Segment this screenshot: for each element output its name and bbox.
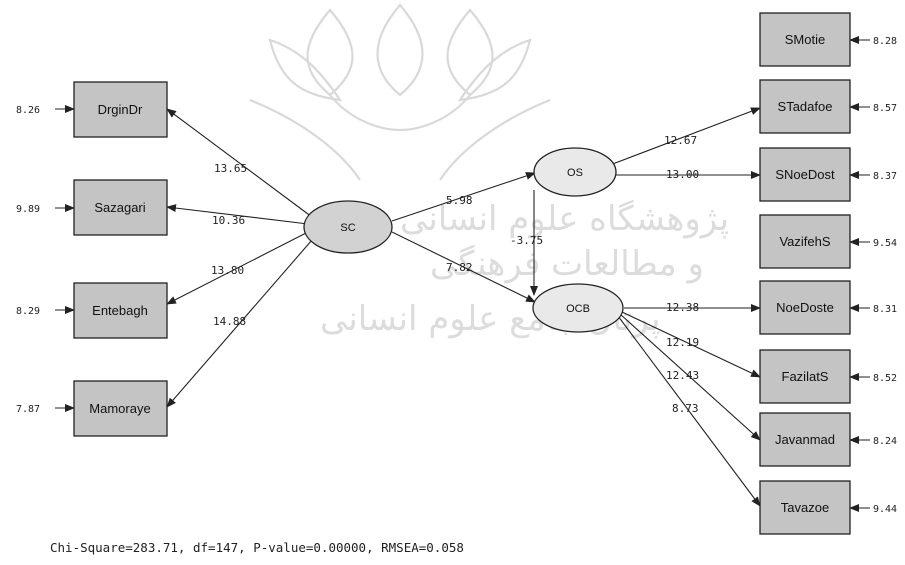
svg-text:پژوهشگاه علوم انسانی: پژوهشگاه علوم انسانی — [400, 199, 729, 239]
path-sc-entebagh — [166, 231, 309, 305]
indicator-label: FazilatS — [782, 369, 829, 384]
indicator-label: NoeDoste — [776, 300, 834, 315]
indicator-label: SNoeDost — [775, 167, 835, 182]
coef-ocb-fazilats: 12.19 — [666, 336, 699, 349]
error-value: 8.52 — [873, 373, 897, 384]
latent-label: SC — [340, 222, 355, 234]
right-indicator-stadafoe: STadafoe — [759, 79, 851, 134]
error-value: 8.57 — [873, 103, 897, 114]
error-value: 8.28 — [873, 36, 897, 47]
indicator-label: Mamoraye — [89, 401, 150, 416]
error-value: 8.29 — [16, 306, 40, 317]
coef-ocb-noedoste: 12.38 — [666, 301, 699, 314]
coef-ocb-tavazoe: 8.73 — [672, 402, 699, 415]
coef-sc-drgindr: 13.65 — [214, 162, 247, 175]
left-indicator-drgindr: DrginDr — [73, 81, 168, 138]
coef-os-ocb: -3.75 — [510, 234, 543, 247]
indicator-label: VazifehS — [779, 234, 830, 249]
error-value: 8.24 — [873, 436, 897, 447]
coef-sc-sazagari: 10.36 — [212, 214, 245, 227]
path-sc-sazagari — [166, 204, 309, 225]
os-ocb-loadings — [609, 107, 761, 507]
indicator-label: Entebagh — [92, 303, 148, 318]
coef-ocb-javanmad: 12.43 — [666, 369, 699, 382]
coef-os-snoedost: 13.00 — [666, 168, 699, 181]
right-indicator-tavazoe: Tavazoe — [759, 480, 851, 535]
error-value: 8.26 — [16, 105, 40, 116]
fit-statistics: Chi-Square=283.71, df=147, P-value=0.000… — [50, 540, 464, 555]
right-error-arrows — [849, 36, 870, 512]
indicator-label: SMotie — [785, 32, 825, 47]
right-indicator-fazilats: FazilatS — [759, 349, 851, 404]
structural-paths — [391, 172, 538, 303]
watermark-emblem — [249, 3, 551, 181]
right-indicator-vazifehs: VazifehS — [759, 214, 851, 269]
right-indicator-noedoste: NoeDoste — [759, 280, 851, 335]
coef-sc-os: 5.98 — [446, 194, 473, 207]
latent-ocb: OCB — [532, 283, 624, 333]
right-indicator-javanmad: Javanmad — [759, 412, 851, 467]
error-value: 9.89 — [16, 204, 40, 215]
latent-os: OS — [533, 147, 617, 197]
coef-sc-entebagh: 13.80 — [211, 264, 244, 277]
path-sc-drgindr — [166, 108, 313, 218]
latent-label: OS — [567, 167, 583, 179]
left-error-arrows — [55, 105, 75, 412]
path-sc-ocb — [391, 231, 536, 303]
coef-sc-mamoraye: 14.88 — [213, 315, 246, 328]
coef-sc-ocb: 7.82 — [446, 261, 473, 274]
indicator-label: DrginDr — [98, 102, 143, 117]
indicator-label: Tavazoe — [781, 500, 829, 515]
path-ocb-javanmad — [619, 313, 761, 441]
latent-label: OCB — [566, 303, 590, 315]
path-sc-mamoraye — [166, 239, 313, 408]
left-indicator-sazagari: Sazagari — [73, 179, 168, 236]
error-value: 8.31 — [873, 304, 897, 315]
path-ocb-tavazoe — [617, 315, 761, 507]
svg-text:و مطالعات فرهنگی: و مطالعات فرهنگی — [430, 244, 704, 284]
sc-loadings — [166, 108, 313, 408]
right-indicator-snoedost: SNoeDost — [759, 147, 851, 202]
indicator-label: STadafoe — [778, 99, 833, 114]
error-value: 7.87 — [16, 404, 40, 415]
left-indicator-mamoraye: Mamoraye — [73, 380, 168, 437]
path-sc-os — [391, 172, 536, 222]
error-value: 9.44 — [873, 504, 897, 515]
coef-os-stadafoe: 12.67 — [664, 134, 697, 147]
indicator-label: Javanmad — [775, 432, 835, 447]
path-ocb-fazilats — [621, 311, 761, 378]
latent-sc: SC — [303, 200, 393, 254]
indicator-label: Sazagari — [94, 200, 145, 215]
right-indicator-smotie: SMotie — [759, 12, 851, 67]
error-value: 8.37 — [873, 171, 897, 182]
left-indicator-entebagh: Entebagh — [73, 282, 168, 339]
path-os-stadafoe — [609, 107, 761, 166]
error-value: 9.54 — [873, 238, 897, 249]
